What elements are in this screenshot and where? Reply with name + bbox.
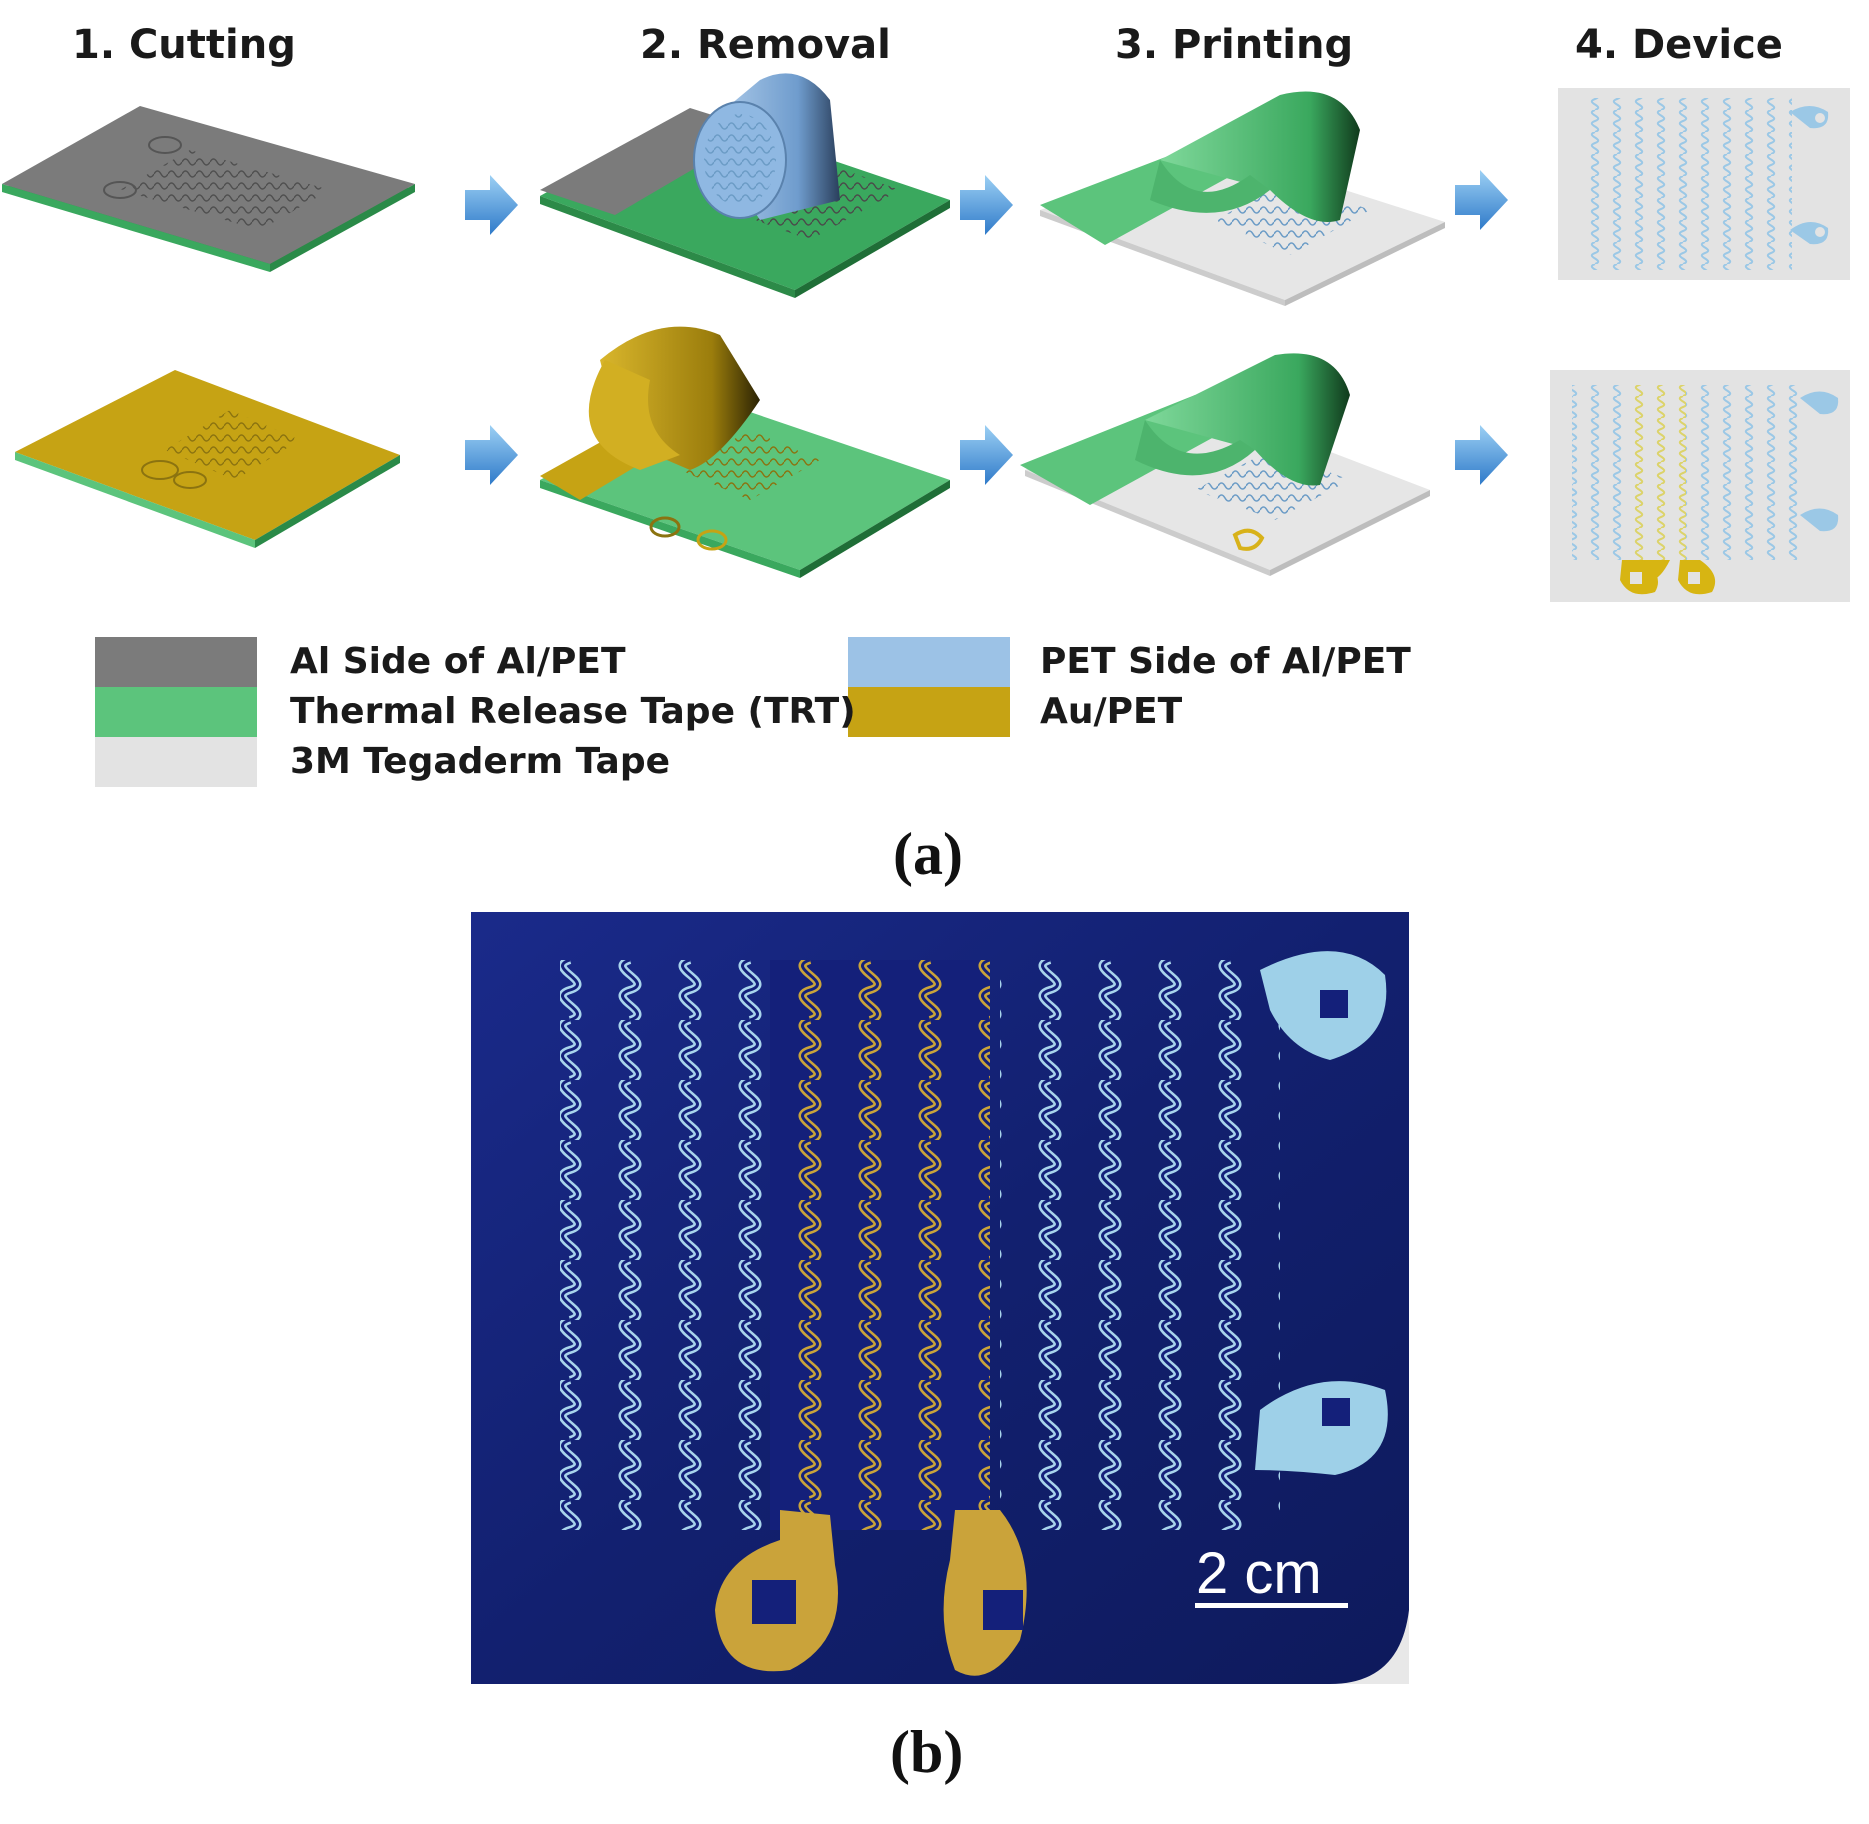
arrow-row2-1 [465,425,518,485]
arrow-row2-2 [960,425,1013,485]
arrow-row1-1 [465,175,518,235]
legend-label-trt: Thermal Release Tape (TRT) [290,691,856,732]
panel-label-a: (a) [893,821,963,887]
legend-label-tegaderm: 3M Tegaderm Tape [290,741,671,782]
row1-cutting-sheet [2,106,415,272]
arrow-row1-3 [1455,170,1508,230]
legend-label-au-pet: Au/PET [1040,691,1183,732]
legend-swatch-au-pet [848,687,1010,737]
row2-device [1550,370,1850,602]
panel-label-b: (b) [890,1719,964,1785]
legend-swatch-al-side [95,637,257,687]
scale-bar-label: 2 cm [1196,1541,1322,1606]
row2-cutting-sheet [15,370,400,548]
step-title-printing: 3. Printing [1115,22,1354,68]
legend-swatch-trt [95,687,257,737]
arrow-row2-3 [1455,425,1508,485]
row1-removal-sheet [540,73,950,298]
step-title-cutting: 1. Cutting [72,22,296,68]
row1-device [1558,88,1850,280]
legend-swatch-tegaderm [95,737,257,787]
row2-printing-sheet [1020,353,1430,576]
step-title-device: 4. Device [1575,22,1783,68]
row1-printing-sheet [1040,91,1445,306]
legend-label-pet-side: PET Side of Al/PET [1040,641,1411,682]
arrow-row1-2 [960,175,1013,235]
step-title-removal: 2. Removal [640,22,891,68]
legend-label-al-side: Al Side of Al/PET [290,641,626,682]
row2-removal-sheet [540,326,950,578]
fabrication-process-schematic [2,73,1850,602]
legend-swatch-pet-side [848,637,1010,687]
